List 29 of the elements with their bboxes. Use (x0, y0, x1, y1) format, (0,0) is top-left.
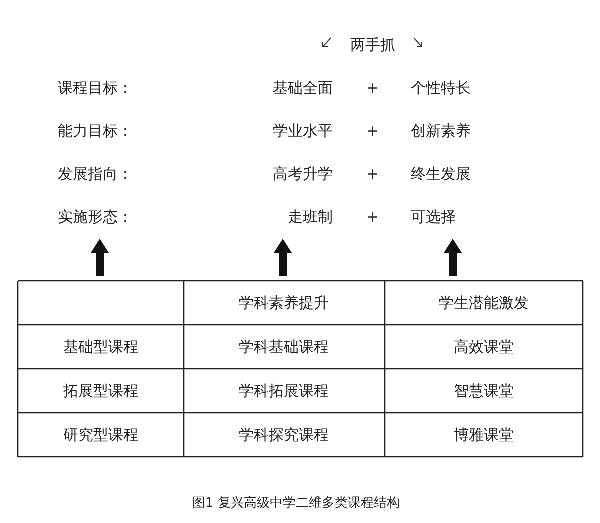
row-header: 基础型课程 (64, 338, 138, 356)
row-label: 课程目标： (58, 79, 133, 97)
classroom-name: 博雅课堂 (454, 426, 514, 444)
column-header: 学生潜能激发 (439, 294, 529, 312)
classroom-name: 智慧课堂 (454, 382, 514, 400)
column-header: 学科素养提升 (239, 294, 329, 312)
course-name: 学科拓展课程 (239, 382, 329, 400)
goal-text: 终生发展 (411, 165, 471, 183)
goal-text: 个性特长 (411, 79, 471, 97)
course-name: 学科基础课程 (239, 338, 329, 356)
goal-text: 走班制 (288, 208, 333, 226)
row-header: 研究型课程 (64, 426, 138, 444)
plus-sign: + (366, 208, 380, 226)
goal-text: 创新素养 (411, 122, 471, 140)
row-label: 发展指向： (58, 165, 133, 183)
row-header: 拓展型课程 (64, 382, 138, 400)
row-label: 实施形态： (58, 208, 133, 226)
classroom-name: 高效课堂 (454, 338, 514, 356)
figure-caption: 图1 复兴高级中学二维多类课程结构 (192, 495, 400, 513)
course-name: 学科探究课程 (239, 426, 329, 444)
row-label: 能力目标： (58, 122, 133, 140)
heading: 两手抓 (350, 36, 396, 54)
plus-sign: + (366, 79, 380, 97)
plus-sign: + (366, 122, 380, 140)
goal-text: 学业水平 (273, 122, 333, 140)
plus-sign: + (366, 165, 380, 183)
goal-text: 可选择 (411, 208, 456, 226)
goal-text: 基础全面 (273, 79, 333, 97)
goal-text: 高考升学 (273, 165, 333, 183)
